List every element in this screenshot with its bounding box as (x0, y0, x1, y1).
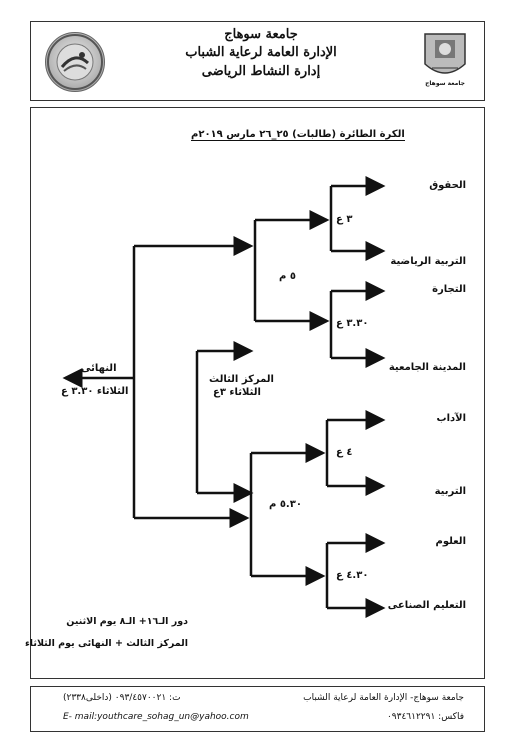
match-time: ٣.٣٠ ع (336, 318, 369, 329)
team-label: التجارة (432, 284, 466, 295)
match-time: ٥ م (279, 271, 296, 282)
team-label: الآداب (436, 413, 466, 424)
final-time: الثلاثاء ٣.٣٠ ع (61, 386, 129, 397)
schedule-note: دور الـ١٦+ الـ٨ يوم الاثنين (66, 616, 188, 627)
footer-fax: فاكس: ٠٩٣٤٦١٢٢٩١ (386, 712, 464, 722)
team-label: التربية الرياضية (390, 256, 466, 267)
match-time: ٥.٣٠ م (269, 499, 302, 510)
footer-email[interactable]: E- mail:youthcare_sohag_un@yahoo.com (63, 712, 249, 722)
team-label: الحقوق (429, 180, 466, 191)
department-name: الإدارة العامة لرعاية الشباب (185, 45, 337, 60)
team-label: المدينة الجامعية (388, 362, 466, 373)
youth-care-logo (45, 32, 105, 92)
header: جامعة سوهاج الإدارة العامة لرعاية الشباب… (30, 21, 485, 101)
university-name: جامعة سوهاج (224, 27, 298, 42)
match-time: ٤ ع (336, 447, 353, 458)
university-crest-icon (424, 33, 466, 74)
third-place-time: الثلاثاء ٣ع (213, 387, 261, 398)
final-label: النهائى (81, 363, 117, 374)
page-title: الكرة الطائرة (طالبات) ٢٥_٢٦ مارس ٢٠١٩م (191, 129, 405, 141)
team-label: التعليم الصناعى (387, 600, 466, 611)
division-name: إدارة النشاط الرياضى (201, 64, 321, 79)
footer: جامعة سوهاج- الإدارة العامة لرعاية الشبا… (30, 686, 485, 732)
schedule-note: المركز الثالث + النهائى يوم الثلاثاء (24, 638, 188, 649)
match-time: ٣ ع (336, 214, 353, 225)
footer-phone: ت: ٠٩٣/٤٥٧٠٠٢١ (داخلى٢٣٣٨) (63, 693, 181, 703)
team-label: العلوم (435, 536, 466, 547)
team-label: التربية (434, 486, 466, 497)
sohag-university-logo: جامعة سوهاج (420, 30, 470, 90)
bracket-lines (62, 176, 386, 618)
footer-organization: جامعة سوهاج- الإدارة العامة لرعاية الشبا… (303, 693, 464, 703)
bracket-panel: الكرة الطائرة (طالبات) ٢٥_٢٦ مارس ٢٠١٩م (25, 107, 485, 679)
match-time: ٤.٣٠ ع (336, 570, 369, 581)
third-place-label: المركز الثالث (209, 374, 274, 385)
logo-caption: جامعة سوهاج (425, 80, 465, 87)
youth-care-logo-icon (47, 34, 103, 90)
